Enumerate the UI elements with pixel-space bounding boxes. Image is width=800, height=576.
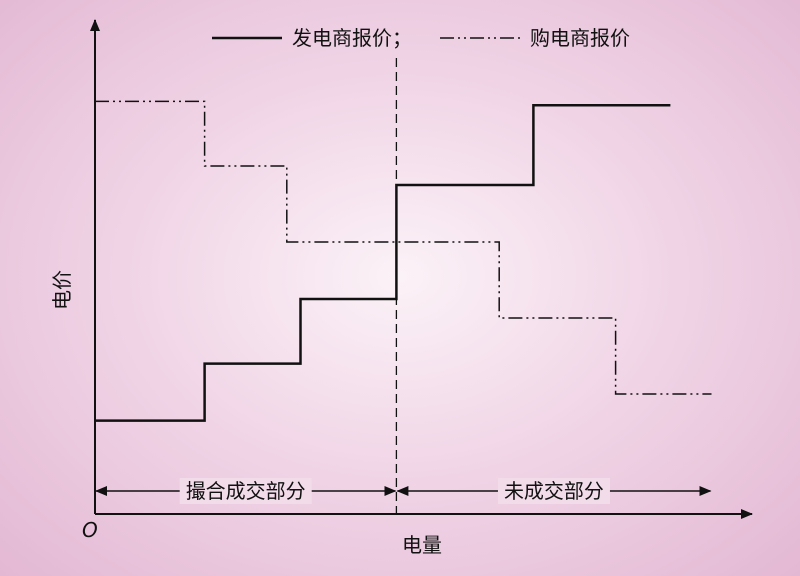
annotation-1-label-bg (497, 478, 610, 504)
x-axis-label: 电量 (402, 533, 442, 557)
legend-label-seller: 发电商报价； (292, 26, 412, 50)
legend: 发电商报价； 购电商报价 (212, 26, 630, 50)
annotation-0-label: 撮合成交部分 (186, 479, 306, 503)
annotation-0-label-bg (179, 478, 312, 504)
series-0-line (95, 103, 671, 422)
annotation-1-label: 未成交部分 (504, 479, 604, 503)
series-1-line (95, 100, 712, 395)
plot-layer: 撮合成交部分 未成交部分 (95, 58, 712, 514)
legend-label-buyer: 购电商报价 (530, 26, 630, 50)
annotation-0: 撮合成交部分 (95, 478, 397, 504)
annotation-1: 未成交部分 (396, 478, 712, 504)
origin-label: O (82, 518, 98, 542)
y-axis-label: 电价 (50, 270, 74, 310)
